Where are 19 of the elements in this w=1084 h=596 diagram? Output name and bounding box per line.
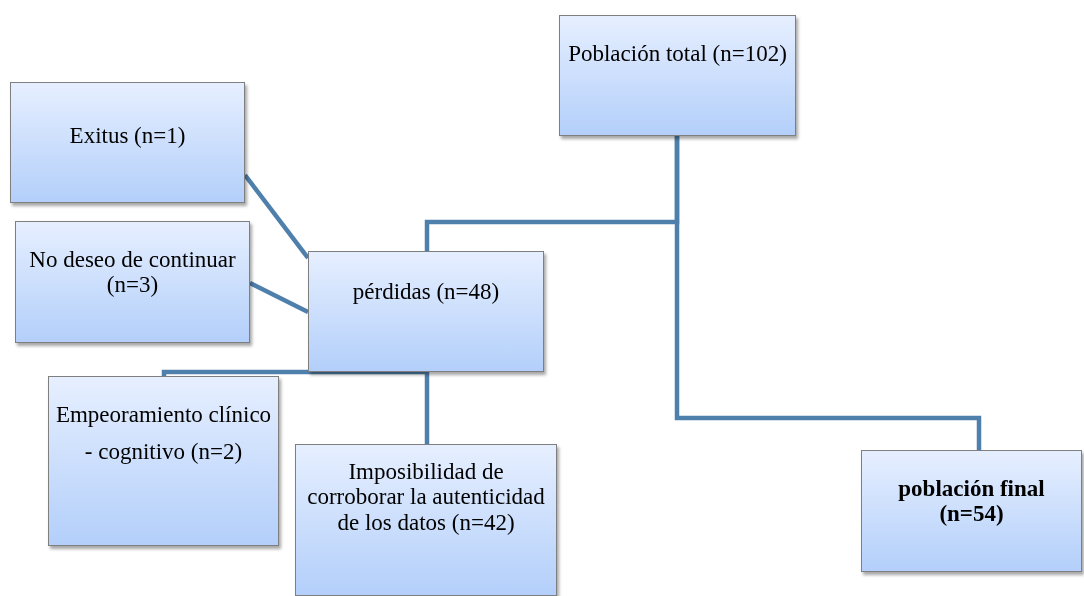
connector-line xyxy=(243,173,310,260)
box-label: No deseo de continuar (n=3) xyxy=(28,247,237,298)
box-label: población final (n=54) xyxy=(897,476,1046,527)
box-label: Exitus (n=1) xyxy=(68,123,187,149)
process-box xyxy=(15,221,250,343)
process-box xyxy=(48,376,279,546)
connector-line xyxy=(674,136,982,450)
connector-line xyxy=(424,372,430,444)
process-box xyxy=(10,82,245,203)
process-box xyxy=(308,251,544,372)
box-label: pérdidas (n=48) xyxy=(351,278,501,306)
box-label: Población total (n=102) xyxy=(567,41,788,67)
process-box xyxy=(861,450,1082,572)
process-box xyxy=(559,15,796,136)
connector-line xyxy=(161,369,427,376)
box-label: Empeoramiento clínico - cognitivo (n=2) xyxy=(54,401,273,466)
box-label: Imposibilidad de corroborar la autenticidad de los datos (n=42) xyxy=(306,459,546,535)
connector-line xyxy=(249,281,309,314)
process-box xyxy=(295,444,557,596)
